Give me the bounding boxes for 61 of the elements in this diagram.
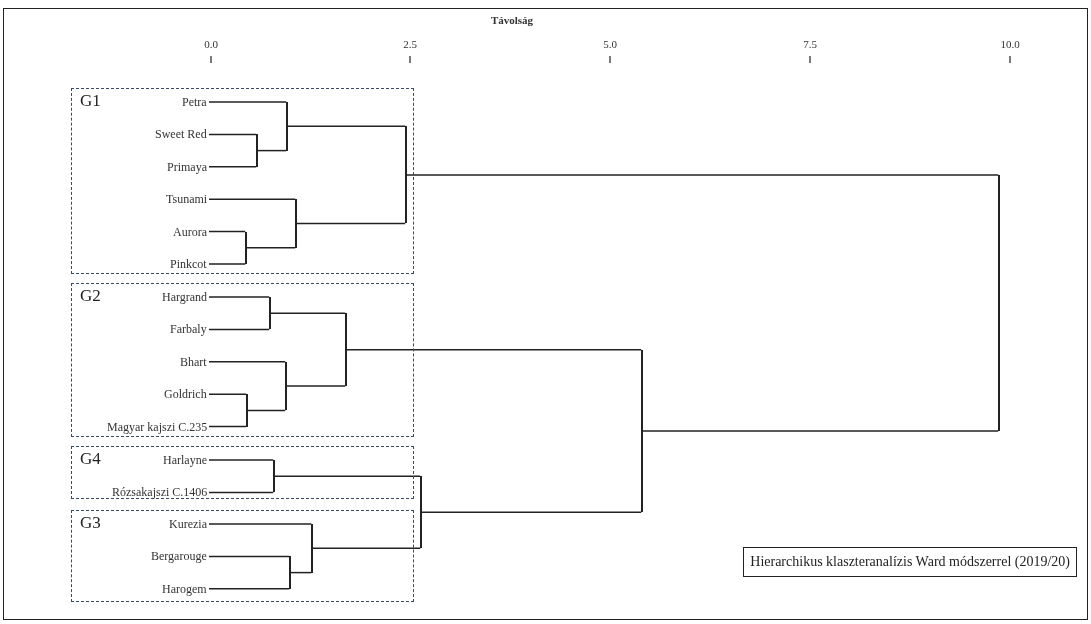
dendrogram-link [208,328,270,331]
group-label: G4 [80,449,101,469]
cultivar-label: Kurezia [169,516,207,532]
group-label: G1 [80,91,101,111]
dendrogram-link [247,409,286,412]
cultivar-label: Bergarouge [151,548,207,565]
tick-label: 10.0 [1000,38,1020,50]
dendrogram-link [246,247,296,249]
dendrogram-link [296,222,406,225]
cultivar-label: Magyar kajszi C.235 [107,418,208,435]
dendrogram-link [346,348,642,351]
dendrogram-link [257,149,287,152]
cluster-group-box [71,283,414,437]
tick-label: 0.0 [204,38,218,50]
dendrogram-link [642,430,999,432]
cultivar-label: Goldrich [164,386,207,403]
dendrogram-link [274,475,421,477]
dendrogram-link [421,511,642,513]
dendrogram-link [208,296,270,298]
dendrogram-link [406,174,999,176]
dendrogram-link [312,547,421,550]
dendrogram-link [290,571,312,574]
cluster-group-box [71,510,414,602]
dendrogram-link [208,523,312,525]
tick-label: 7.5 [803,38,817,50]
dendrogram-link [208,361,286,363]
dendrogram-link [286,385,346,387]
dendrogram-link [270,312,346,314]
cultivar-label: Aurora [173,223,207,240]
dendrogram-link [208,133,257,136]
cultivar-label: Primaya [167,158,207,175]
tick-label: 5.0 [603,38,617,50]
dendrogram-link [208,393,247,395]
cultivar-label: Sweet Red [155,126,207,143]
dendrogram-link [208,555,290,558]
cultivar-label: Harlayne [163,452,207,468]
dendrogram-link [208,588,290,590]
cultivar-label: Bhart [180,353,207,370]
dendrogram-link [208,166,257,168]
dendrogram-link [208,230,246,233]
group-label: G2 [80,286,101,306]
cluster-group-box [71,446,414,499]
tick-label: 2.5 [403,38,417,50]
cultivar-label: Rózsakajszi C.1406 [112,484,208,501]
group-label: G3 [80,513,101,533]
dendrogram-link [208,459,274,461]
cultivar-label: Pinkcot [170,256,207,272]
caption: Hierarchikus klaszteranalízis Ward módszerrel (2019/20) [743,547,1077,577]
dendrogram-link [208,101,287,103]
axis-title: Távolság [490,14,534,26]
cultivar-label: Harogem [162,580,207,597]
dendrogram-link [208,263,246,265]
dendrogram-link [208,491,274,494]
dendrogram-link [208,425,247,428]
dendrogram-link [208,198,296,200]
cultivar-label: Farbaly [170,321,207,338]
cultivar-label: Tsunami [166,191,208,208]
dendrogram-link [287,125,406,128]
cultivar-label: Hargrand [162,289,208,305]
cluster-group-box [71,88,414,274]
cultivar-label: Petra [182,94,207,110]
